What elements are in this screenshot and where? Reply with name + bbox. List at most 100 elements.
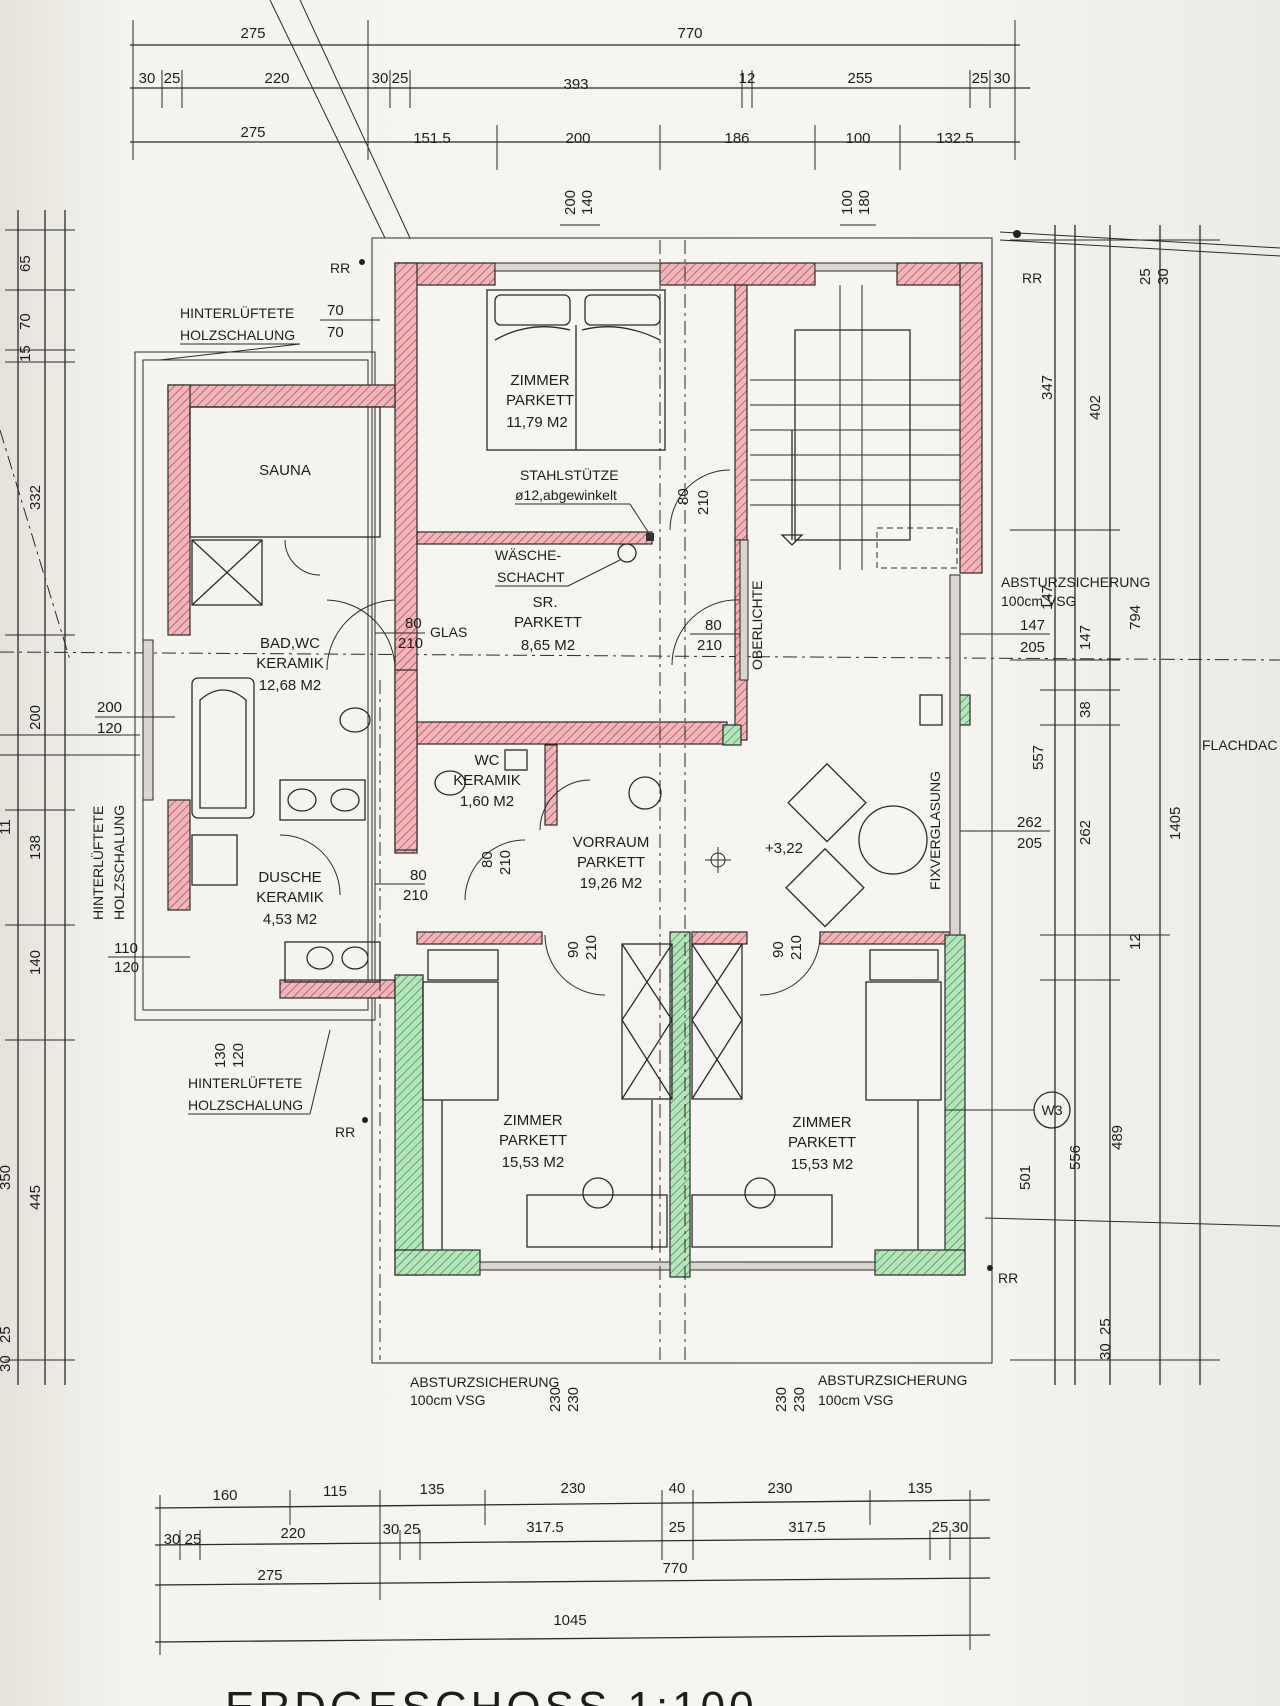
dim-left-138: 138	[27, 835, 44, 860]
label-absturz-br-2: 100cm VSG	[818, 1392, 893, 1408]
label-rr-2: RR	[1022, 270, 1042, 286]
dim-o11-a: 130	[212, 1043, 229, 1068]
label-flachdach: FLACHDAC	[1202, 737, 1277, 753]
opening-dims-plan: 80 210 80 210 80 210 200 120 80 210 80 2…	[95, 488, 1050, 1412]
dim-bot-275: 275	[257, 1567, 282, 1584]
dim-o8-b: 210	[497, 850, 514, 875]
label-absturz-bl-1: ABSTURZSICHERUNG	[410, 1374, 559, 1390]
dim-bot-135b: 135	[907, 1480, 932, 1497]
label-w3: W3	[1042, 1102, 1063, 1118]
dim-top-220: 220	[264, 70, 289, 87]
room-bad-name: BAD,WC	[260, 635, 320, 652]
room-sr-floor: PARKETT	[514, 614, 582, 631]
dim-top-275b: 275	[240, 124, 265, 141]
dim-o7-a: 200	[97, 699, 122, 716]
dim-top-30c: 30	[994, 70, 1011, 87]
label-holzschalung-2: HOLZSCHALUNG	[111, 805, 127, 920]
dim-o6-a: 80	[705, 617, 722, 634]
room-zimmer-top-name: ZIMMER	[510, 372, 569, 389]
walls-red	[167, 262, 983, 999]
dim-right-489: 489	[1109, 1125, 1126, 1150]
dim-top-25: 25	[164, 70, 181, 87]
dim-bot-220: 220	[280, 1525, 305, 1542]
dim-left-445: 445	[27, 1185, 44, 1210]
label-absturz-bl-2: 100cm VSG	[410, 1392, 485, 1408]
dim-o15-b: 205	[1017, 835, 1042, 852]
room-dusche-name: DUSCHE	[258, 869, 321, 886]
context-lines	[0, 0, 1280, 1227]
dim-right-557: 557	[1030, 745, 1047, 770]
room-zimmer-top-floor: PARKETT	[506, 392, 574, 409]
dim-right-147b: 147	[1077, 625, 1094, 650]
room-bad-area: 12,68 M2	[259, 677, 322, 694]
label-rr-3: RR	[335, 1124, 355, 1140]
dim-right-30b: 30	[1097, 1343, 1114, 1360]
dim-left-30: 30	[0, 1355, 14, 1372]
dim-top-132-5: 132.5	[936, 130, 974, 147]
room-vorraum-floor: PARKETT	[577, 854, 645, 871]
annotations: HINTERLÜFTETE HOLZSCHALUNG 70 70 HINTERL…	[89, 230, 1277, 1408]
dim-o2-b: 180	[856, 190, 873, 215]
dim-bot-30c: 30	[952, 1519, 969, 1536]
dim-top-30b: 30	[372, 70, 389, 87]
dim-left-332: 332	[27, 485, 44, 510]
dim-o1-a: 200	[562, 190, 579, 215]
dim-o13-a: 90	[770, 941, 787, 958]
dimension-chain-top: 275 770 30 25 220 30 25 393 12 255 25 30…	[130, 20, 1030, 170]
room-zimmer-left-name: ZIMMER	[503, 1112, 562, 1129]
room-zimmer-left-area: 15,53 M2	[502, 1154, 565, 1171]
dim-top-25b: 25	[392, 70, 409, 87]
dim-o7-b: 120	[97, 720, 122, 737]
axis-lines	[379, 240, 686, 1360]
dim-top-30: 30	[139, 70, 156, 87]
dim-bot-230: 230	[560, 1480, 585, 1497]
dim-o12-a: 90	[565, 941, 582, 958]
dim-o10-a: 110	[114, 940, 138, 957]
dim-o2-a: 100	[839, 190, 856, 215]
room-sr-area: 8,65 M2	[521, 637, 575, 654]
dim-o12-b: 210	[583, 935, 600, 960]
dim-o14-b: 205	[1020, 639, 1045, 656]
dim-bot-30: 30	[164, 1531, 181, 1548]
dim-bot-317-5: 317.5	[526, 1519, 564, 1536]
room-dusche-floor: KERAMIK	[256, 889, 324, 906]
dim-top-151-5: 151.5	[413, 130, 451, 147]
room-zimmer-right-floor: PARKETT	[788, 1134, 856, 1151]
dim-o10-b: 120	[114, 959, 139, 976]
dim-o5-b: 210	[695, 490, 712, 515]
walls-green	[394, 694, 971, 1278]
room-zimmer-top-area: 11,79 M2	[506, 414, 567, 431]
dim-o15-a: 262	[1017, 814, 1042, 831]
dim-left-350: 350	[0, 1165, 14, 1190]
label-stahlstuetze: STAHLSTÜTZE	[520, 466, 619, 483]
dim-right-25: 25	[1137, 268, 1154, 285]
room-labels: ZIMMER PARKETT 11,79 M2 SAUNA BAD,WC KER…	[256, 372, 856, 1173]
room-wc-floor: KERAMIK	[453, 772, 521, 789]
dim-o6-b: 210	[697, 637, 722, 654]
dim-o9-a: 80	[410, 867, 427, 884]
room-sr-name: SR.	[532, 594, 557, 611]
label-stahlstuetze-spec: ø12,abgewinkelt	[515, 487, 617, 503]
dim-bot-40: 40	[669, 1480, 686, 1497]
dim-o16-b: 230	[565, 1387, 582, 1412]
room-sauna-name: SAUNA	[259, 462, 311, 479]
dim-bot-25b: 25	[404, 1521, 421, 1538]
dim-o5-a: 80	[675, 488, 692, 505]
dim-bot-25: 25	[185, 1531, 202, 1548]
dim-bot-1045: 1045	[553, 1612, 586, 1629]
dim-o11-b: 120	[230, 1043, 247, 1068]
room-bad-floor: KERAMIK	[256, 655, 324, 672]
label-hinterlueftete-1: HINTERLÜFTETE	[180, 304, 294, 321]
dim-right-12: 12	[1127, 933, 1144, 950]
label-level: +3,22	[765, 840, 803, 857]
dim-left-25: 25	[0, 1326, 14, 1343]
dim-bot-317-5b: 317.5	[788, 1519, 826, 1536]
dim-bot-25d: 25	[932, 1519, 949, 1536]
dim-right-1405: 1405	[1167, 807, 1184, 840]
dim-right-402: 402	[1087, 395, 1104, 420]
label-hinterlueftete-2: HINTERLÜFTETE	[89, 806, 106, 920]
dim-o17-a: 230	[773, 1387, 790, 1412]
dimension-chain-left: 65 70 15 332 200 11 138 140 445 30 25 35…	[0, 210, 75, 1385]
dim-bot-115: 115	[323, 1483, 347, 1500]
label-absturz-br-1: ABSTURZSICHERUNG	[818, 1372, 967, 1388]
